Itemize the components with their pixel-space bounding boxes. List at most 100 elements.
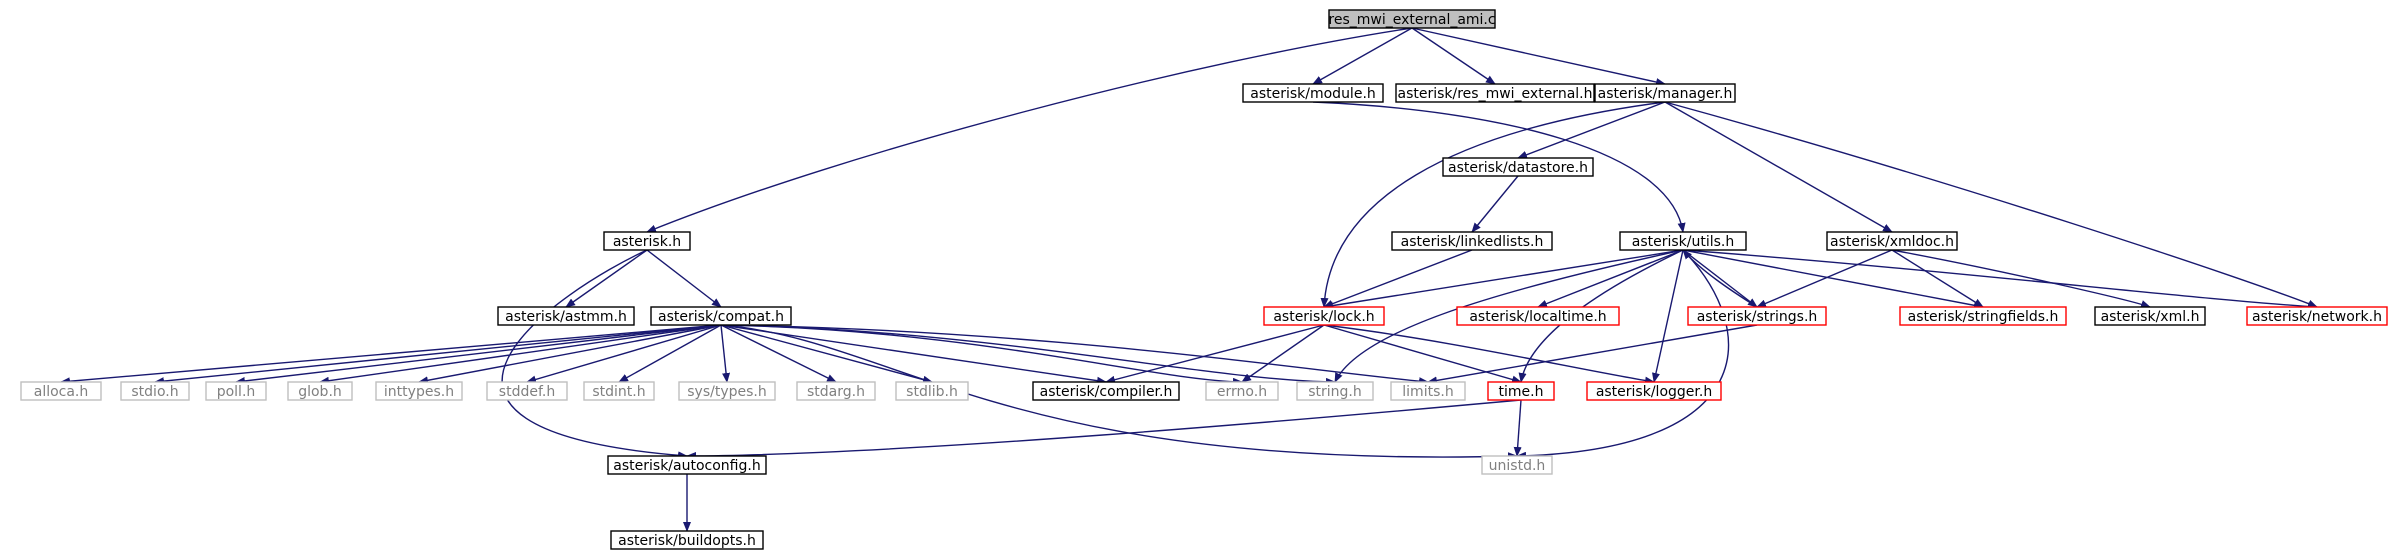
node-compiler[interactable]: asterisk/compiler.h: [1032, 381, 1180, 401]
node-label-errno[interactable]: errno.h: [1217, 384, 1267, 400]
node-box-alloca[interactable]: [20, 381, 102, 401]
node-label-stdarg[interactable]: stdarg.h: [807, 384, 865, 400]
node-box-unistd[interactable]: [1481, 455, 1553, 475]
node-astmm[interactable]: asterisk/astmm.h: [497, 306, 635, 326]
node-resmwi[interactable]: asterisk/res_mwi_external.h: [1395, 83, 1595, 103]
node-box-lock[interactable]: [1263, 306, 1385, 326]
node-box-module[interactable]: [1242, 83, 1384, 103]
node-linkedlists[interactable]: asterisk/linkedlists.h: [1391, 231, 1553, 251]
node-box-stdio[interactable]: [120, 381, 190, 401]
node-poll[interactable]: poll.h: [205, 381, 267, 401]
node-box-string[interactable]: [1296, 381, 1374, 401]
node-autoconfig[interactable]: asterisk/autoconfig.h: [607, 455, 767, 475]
node-label-stdint[interactable]: stdint.h: [592, 384, 645, 400]
node-xml[interactable]: asterisk/xml.h: [2094, 306, 2206, 326]
node-label-inttypes[interactable]: inttypes.h: [384, 384, 454, 400]
node-label-autoconfig[interactable]: asterisk/autoconfig.h: [613, 458, 760, 474]
node-box-inttypes[interactable]: [375, 381, 463, 401]
node-label-unistd[interactable]: unistd.h: [1489, 458, 1546, 474]
node-errno[interactable]: errno.h: [1205, 381, 1279, 401]
node-lock[interactable]: asterisk/lock.h: [1263, 306, 1385, 326]
node-box-time[interactable]: [1487, 381, 1555, 401]
node-box-compat[interactable]: [650, 306, 792, 326]
node-label-compiler[interactable]: asterisk/compiler.h: [1040, 384, 1173, 400]
node-label-datastore[interactable]: asterisk/datastore.h: [1448, 160, 1588, 176]
node-box-buildopts[interactable]: [610, 530, 764, 550]
node-limits[interactable]: limits.h: [1390, 381, 1466, 401]
node-logger[interactable]: asterisk/logger.h: [1586, 381, 1722, 401]
node-box-resmwi[interactable]: [1395, 83, 1595, 103]
node-label-buildopts[interactable]: asterisk/buildopts.h: [618, 533, 756, 549]
node-box-stringfields[interactable]: [1899, 306, 2067, 326]
node-label-manager[interactable]: asterisk/manager.h: [1598, 86, 1733, 102]
node-box-network[interactable]: [2246, 306, 2388, 326]
node-box-errno[interactable]: [1205, 381, 1279, 401]
node-box-stddef[interactable]: [486, 381, 568, 401]
node-box-stdint[interactable]: [583, 381, 655, 401]
node-box-xmldoc[interactable]: [1826, 231, 1958, 251]
node-box-glob[interactable]: [287, 381, 353, 401]
node-label-asterisk[interactable]: asterisk.h: [613, 234, 681, 250]
node-stringfields[interactable]: asterisk/stringfields.h: [1899, 306, 2067, 326]
node-box-localtime[interactable]: [1456, 306, 1620, 326]
node-box-poll[interactable]: [205, 381, 267, 401]
node-label-xml[interactable]: asterisk/xml.h: [2101, 309, 2200, 325]
node-box-logger[interactable]: [1586, 381, 1722, 401]
node-box-stdlib[interactable]: [895, 381, 969, 401]
node-utils[interactable]: asterisk/utils.h: [1619, 231, 1747, 251]
node-label-strings[interactable]: asterisk/strings.h: [1697, 309, 1818, 325]
node-box-datastore[interactable]: [1442, 157, 1594, 177]
node-localtime[interactable]: asterisk/localtime.h: [1456, 306, 1620, 326]
node-datastore[interactable]: asterisk/datastore.h: [1442, 157, 1594, 177]
node-label-string[interactable]: string.h: [1308, 384, 1362, 400]
node-network[interactable]: asterisk/network.h: [2246, 306, 2388, 326]
node-time[interactable]: time.h: [1487, 381, 1555, 401]
node-box-manager[interactable]: [1594, 83, 1736, 103]
node-label-root[interactable]: res_mwi_external_ami.c: [1328, 12, 1495, 28]
node-label-logger[interactable]: asterisk/logger.h: [1596, 384, 1712, 400]
node-string[interactable]: string.h: [1296, 381, 1374, 401]
node-label-module[interactable]: asterisk/module.h: [1250, 86, 1376, 102]
node-box-compiler[interactable]: [1032, 381, 1180, 401]
node-label-time[interactable]: time.h: [1499, 384, 1544, 400]
node-box-linkedlists[interactable]: [1391, 231, 1553, 251]
node-label-utils[interactable]: asterisk/utils.h: [1632, 234, 1735, 250]
node-label-linkedlists[interactable]: asterisk/linkedlists.h: [1401, 234, 1544, 250]
node-alloca[interactable]: alloca.h: [20, 381, 102, 401]
node-asterisk[interactable]: asterisk.h: [603, 231, 691, 251]
node-box-xml[interactable]: [2094, 306, 2206, 326]
node-label-astmm[interactable]: asterisk/astmm.h: [505, 309, 627, 325]
node-unistd[interactable]: unistd.h: [1481, 455, 1553, 475]
node-label-alloca[interactable]: alloca.h: [34, 384, 89, 400]
node-box-stdarg[interactable]: [796, 381, 876, 401]
node-label-poll[interactable]: poll.h: [217, 384, 256, 400]
node-label-xmldoc[interactable]: asterisk/xmldoc.h: [1830, 234, 1954, 250]
node-xmldoc[interactable]: asterisk/xmldoc.h: [1826, 231, 1958, 251]
node-label-resmwi[interactable]: asterisk/res_mwi_external.h: [1397, 86, 1592, 102]
node-root[interactable]: res_mwi_external_ami.c: [1328, 9, 1496, 29]
node-stdio[interactable]: stdio.h: [120, 381, 190, 401]
node-compat[interactable]: asterisk/compat.h: [650, 306, 792, 326]
node-box-asterisk[interactable]: [603, 231, 691, 251]
node-systypes[interactable]: sys/types.h: [678, 381, 776, 401]
node-label-stdlib[interactable]: stdlib.h: [906, 384, 958, 400]
node-manager[interactable]: asterisk/manager.h: [1594, 83, 1736, 103]
node-box-astmm[interactable]: [497, 306, 635, 326]
node-inttypes[interactable]: inttypes.h: [375, 381, 463, 401]
node-label-network[interactable]: asterisk/network.h: [2252, 309, 2382, 325]
node-glob[interactable]: glob.h: [287, 381, 353, 401]
node-label-systypes[interactable]: sys/types.h: [687, 384, 766, 400]
node-box-strings[interactable]: [1687, 306, 1827, 326]
node-label-stddef[interactable]: stddef.h: [499, 384, 555, 400]
node-label-stringfields[interactable]: asterisk/stringfields.h: [1908, 309, 2059, 325]
node-buildopts[interactable]: asterisk/buildopts.h: [610, 530, 764, 550]
node-label-lock[interactable]: asterisk/lock.h: [1273, 309, 1374, 325]
node-box-root[interactable]: [1328, 9, 1496, 29]
node-stdlib[interactable]: stdlib.h: [895, 381, 969, 401]
node-strings[interactable]: asterisk/strings.h: [1687, 306, 1827, 326]
node-stddef[interactable]: stddef.h: [486, 381, 568, 401]
node-label-compat[interactable]: asterisk/compat.h: [658, 309, 784, 325]
node-box-limits[interactable]: [1390, 381, 1466, 401]
node-box-utils[interactable]: [1619, 231, 1747, 251]
node-label-localtime[interactable]: asterisk/localtime.h: [1469, 309, 1606, 325]
